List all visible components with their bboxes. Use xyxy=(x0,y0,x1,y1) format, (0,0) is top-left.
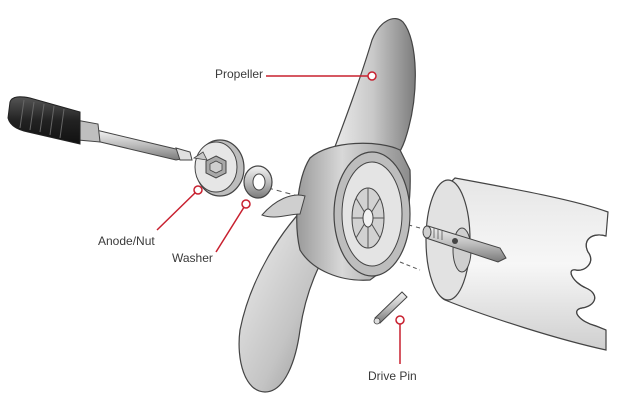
motor-housing-icon xyxy=(425,177,609,351)
callout-markers xyxy=(193,71,405,325)
anode-nut-icon xyxy=(192,139,245,197)
drive-pin-label: Drive Pin xyxy=(368,369,417,383)
propeller-marker xyxy=(367,71,377,81)
anode-nut-label: Anode/Nut xyxy=(98,234,155,248)
washer-icon xyxy=(243,165,273,199)
screwdriver-icon xyxy=(7,96,193,161)
callout-leaders xyxy=(156,75,401,364)
pin-axis xyxy=(399,261,421,271)
anode-marker xyxy=(193,185,203,195)
washer-label: Washer xyxy=(172,251,213,265)
drive-pin-marker xyxy=(395,315,405,325)
drive-pin-icon xyxy=(373,291,408,325)
prop-shaft-icon xyxy=(422,225,507,263)
propeller-icon xyxy=(238,18,416,393)
washer-leader xyxy=(215,203,247,253)
washer-marker xyxy=(241,199,251,209)
propeller-label: Propeller xyxy=(215,67,264,81)
anode-leader xyxy=(156,189,199,231)
